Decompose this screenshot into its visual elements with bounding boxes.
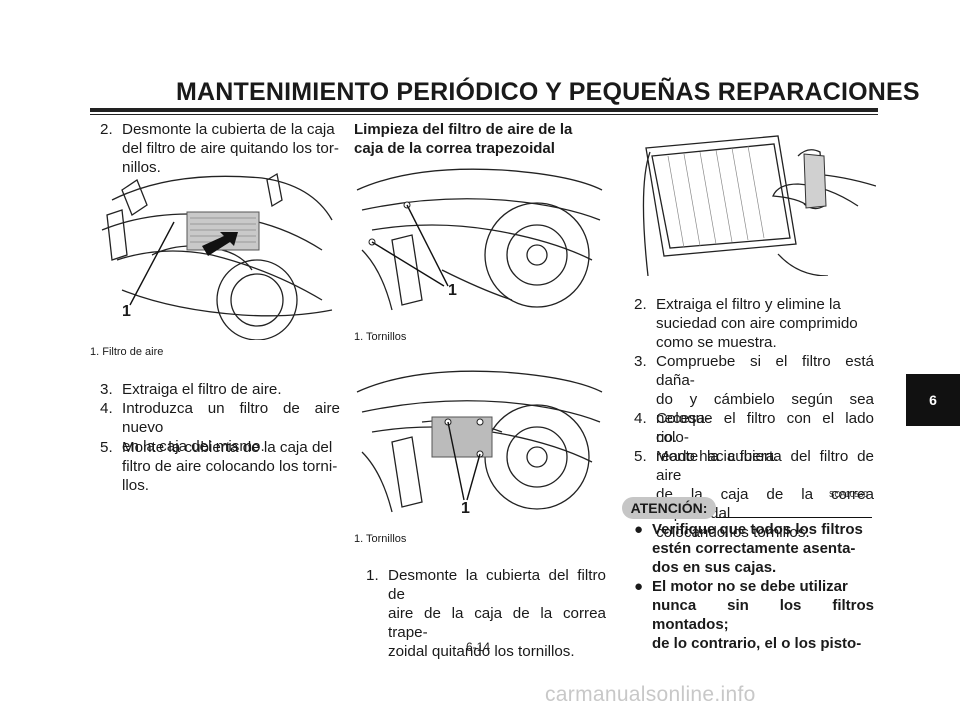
header-rule-thin: [90, 114, 878, 115]
chapter-tab: 6: [906, 374, 960, 426]
belt-case-screws-illustration-2: [356, 370, 603, 513]
figure-caption: 1. Filtro de aire: [90, 346, 164, 358]
watermark: carmanualsonline.info: [545, 683, 756, 706]
step-4-right: 4. Coloque el filtro con el lado colo- r…: [634, 410, 874, 465]
figure-callout-2: 1: [448, 282, 457, 299]
step-2-left: 2. Desmonte la cubierta de la caja del f…: [100, 120, 340, 180]
step-1-middle: 1. Desmonte la cubierta del filtro de ai…: [366, 567, 606, 660]
page-number: 6-14: [466, 640, 491, 654]
arrow-icon: [202, 232, 238, 256]
compressed-air-filter-illustration: [642, 135, 876, 276]
figure-callout-3: 1: [461, 500, 470, 517]
warning-item: ● El motor no se debe utilizar nunca sin…: [634, 578, 874, 652]
notice-rule: [716, 517, 872, 518]
step-number: 2.: [100, 121, 113, 138]
belt-case-screws-illustration-1: [356, 168, 603, 311]
step-2-right: 2. Extraiga el filtro y elimine la sucie…: [634, 296, 858, 351]
reference-code: SCA10530: [829, 490, 868, 499]
header-rule-thick: [90, 108, 878, 112]
air-filter-illustration: [101, 172, 333, 340]
step-3-left: 3. Extraiga el filtro de aire.: [100, 381, 282, 398]
warning-item: ● Verifique que todos los filtros estén …: [634, 521, 863, 576]
step-5-right: 5. Monte la cubierta del filtro de aire …: [634, 448, 874, 541]
step-5-left: 5. Monte la cubierta de la caja del filt…: [100, 439, 338, 494]
step-3-right: 3. Compruebe si el filtro está daña- do …: [634, 353, 874, 446]
page-title: MANTENIMIENTO PERIÓDICO Y PEQUEÑAS REPAR…: [176, 78, 920, 106]
step-4-left: 4. Introduzca un filtro de aire nuevo en…: [100, 400, 340, 455]
bullet-icon: ●: [634, 578, 644, 595]
figure-callout-1: 1: [122, 303, 131, 320]
bullet-icon: ●: [634, 521, 644, 538]
figure-caption: 1. Tornillos: [354, 533, 407, 545]
notice-label: ATENCIÓN:: [622, 497, 716, 519]
step-text: Desmonte la cubierta de la caja del filt…: [122, 121, 339, 176]
section-heading: Limpieza del filtro de aire de la caja d…: [354, 121, 573, 157]
figure-caption: 1. Tornillos: [354, 331, 407, 343]
